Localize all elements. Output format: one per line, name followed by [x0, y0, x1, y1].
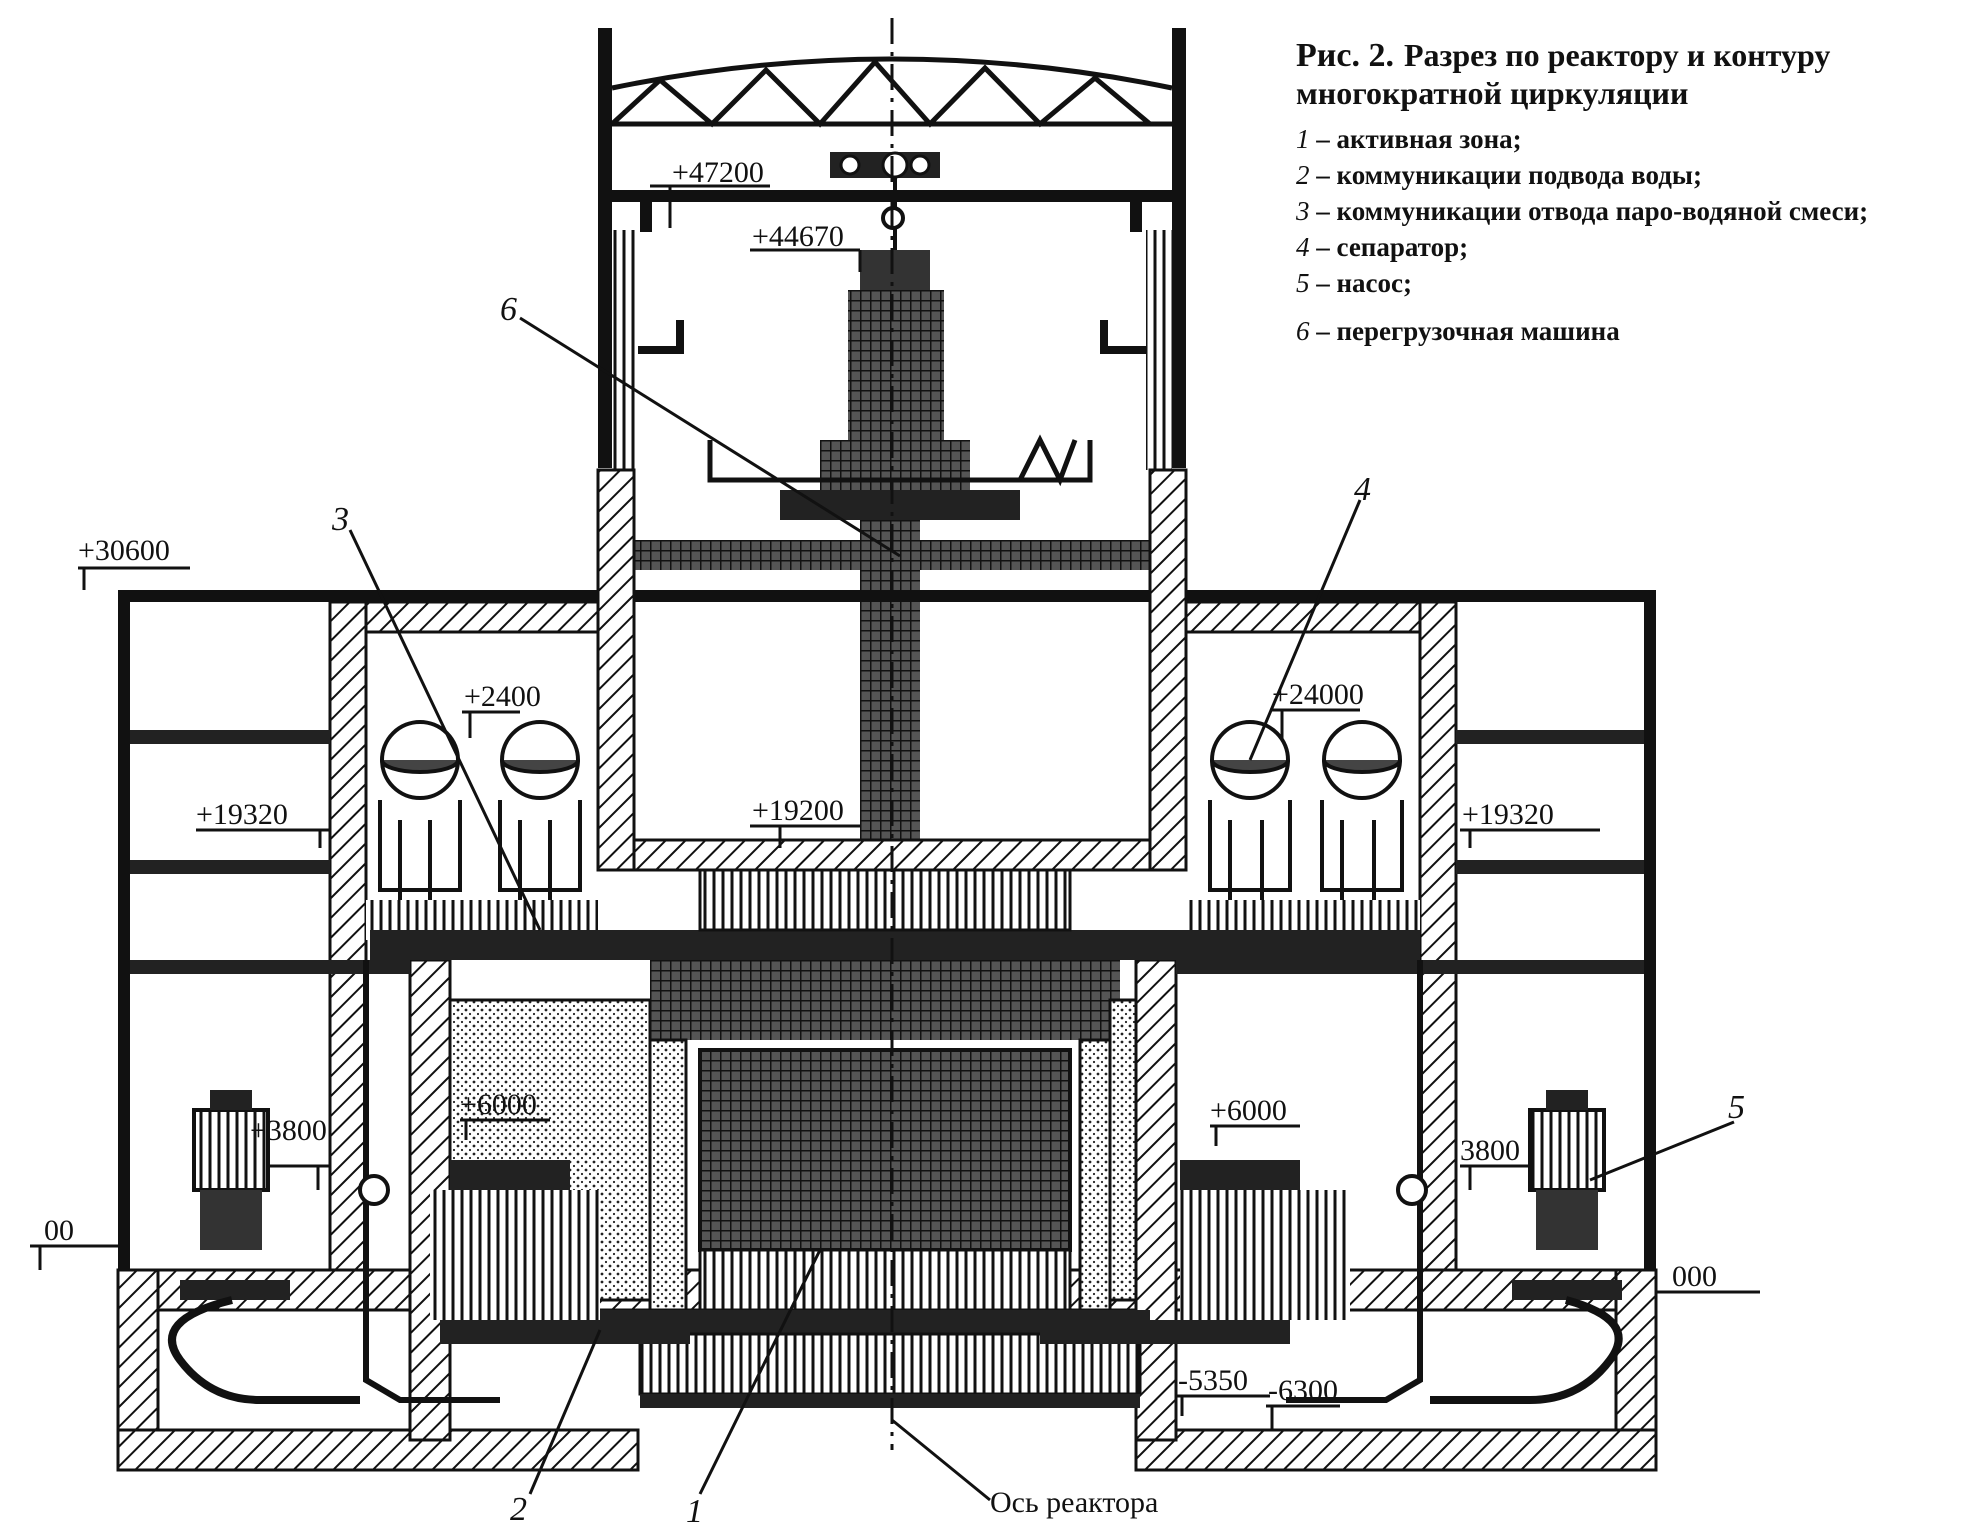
pump-left [167, 1090, 360, 1404]
elevation-6300: -6300 [1268, 1374, 1338, 1407]
legend: 1 – активная зона; 2 – коммуникации подв… [1295, 124, 1868, 346]
concrete-right-top [1184, 600, 1458, 634]
concrete-shaft-left [596, 468, 636, 872]
roof-slab-left [118, 590, 598, 602]
elevation-2400: +2400 [464, 680, 541, 713]
sand-inner-left [648, 1038, 688, 1312]
hall-wall-right [1172, 28, 1186, 468]
elevation-leader-lines [30, 184, 1760, 1430]
separator-room-left [366, 720, 598, 940]
elevation-000-right: 000 [1672, 1260, 1717, 1293]
legend-item: 5 – насос; [1296, 268, 1412, 298]
elevation-00-left: 00 [44, 1214, 74, 1247]
elevation-19200: +19200 [752, 794, 844, 827]
elevation-19320-right: +19320 [1462, 798, 1554, 831]
elevation-3800-left: +3800 [250, 1114, 327, 1147]
legend-item: 6 – перегрузочная машина [1296, 316, 1620, 346]
callout-2: 2 [510, 1491, 527, 1528]
legend-item: 1 – активная зона; [1296, 124, 1522, 154]
crane-girder [612, 190, 1172, 202]
pump-right [1430, 1090, 1623, 1404]
upper-plate [370, 930, 1420, 960]
hall-column-right [1146, 230, 1172, 470]
separator-drum [1210, 720, 1402, 800]
callout-4: 4 [1354, 471, 1371, 508]
elevation-3800-right: 3800 [1460, 1134, 1520, 1167]
legend-item: 4 – сепаратор; [1296, 232, 1468, 262]
caption-line-1: Рис. 2. Разрез по реактору и контуру [1296, 37, 1830, 74]
elevation-24000: +24000 [1272, 678, 1364, 711]
concrete-shaft-right [1148, 468, 1188, 872]
roof-slab-right [1186, 590, 1656, 602]
caption-title-line1: Разрез по реактору и контуру [1404, 37, 1830, 73]
elevation-5350: -5350 [1178, 1364, 1248, 1397]
elevation-19320-left: +19320 [196, 798, 288, 831]
sand-fill-right [1108, 998, 1138, 1302]
hall-column-left [612, 230, 638, 470]
elevation-44670: +44670 [752, 220, 844, 253]
callout-5: 5 [1728, 1089, 1745, 1126]
callout-leaders [348, 316, 1735, 1502]
upper-shield [698, 868, 1072, 932]
separator-drum [380, 720, 580, 800]
separator-room-right [1186, 720, 1420, 940]
elevation-6000-left: +6000 [460, 1088, 537, 1121]
callout-1: 1 [686, 1493, 703, 1530]
elevation-47200: +47200 [672, 156, 764, 189]
figure-number: Рис. 2. [1296, 37, 1394, 74]
reactor-axis-label: Ось реактора [990, 1486, 1158, 1519]
outer-wall-right [1644, 590, 1656, 1270]
lower-structure [698, 1248, 1072, 1312]
caption-title-line2: многократной циркуляции [1296, 75, 1688, 111]
elevation-30600: +30600 [78, 534, 170, 567]
elevation-6000-right: +6000 [1210, 1094, 1287, 1127]
callout-6: 6 [500, 291, 517, 328]
concrete-left-top [328, 600, 600, 634]
water-communications [358, 960, 1428, 1403]
reactor-shaft-wall-right [1134, 958, 1178, 1442]
legend-item: 3 – коммуникации отвода паро-водяной сме… [1295, 196, 1868, 226]
legend-item: 2 – коммуникации подвода воды; [1296, 160, 1702, 190]
hall-wall-left [598, 28, 612, 468]
core-graphite-stack [698, 1048, 1072, 1252]
sand-inner-right [1078, 1038, 1112, 1312]
outer-wall-left [118, 590, 130, 1270]
callout-3: 3 [331, 501, 349, 538]
figure-caption: Рис. 2. Разрез по реактору и контуру мног… [1296, 37, 1830, 111]
upper-structure [650, 960, 1120, 1040]
